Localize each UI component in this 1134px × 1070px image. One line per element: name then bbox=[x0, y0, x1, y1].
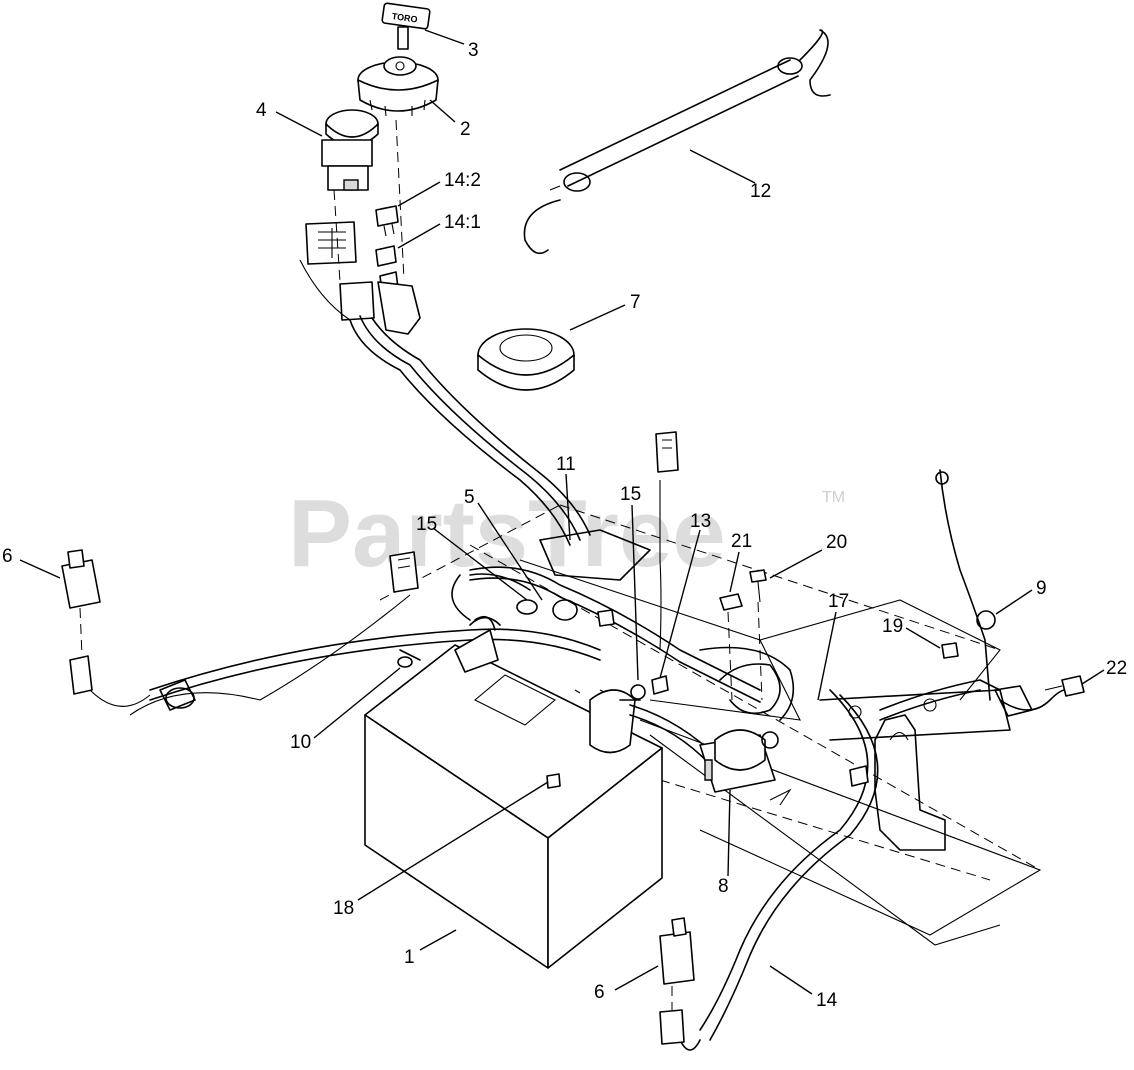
callout-3: 3 bbox=[468, 40, 479, 61]
callout-12: 12 bbox=[750, 181, 771, 202]
callout-18: 18 bbox=[333, 898, 354, 919]
spring-rod bbox=[523, 29, 831, 255]
interlock-switch-left bbox=[61, 549, 101, 695]
starter-solenoid bbox=[699, 729, 779, 793]
callout-11: 11 bbox=[556, 454, 576, 475]
key-brand-text: TORO bbox=[391, 11, 418, 24]
grommet bbox=[477, 328, 575, 391]
callout-15-left: 15 bbox=[416, 514, 437, 535]
connectors bbox=[389, 551, 869, 787]
callout-8: 8 bbox=[718, 876, 729, 897]
callout-7: 7 bbox=[630, 292, 641, 313]
callout-22: 22 bbox=[1106, 658, 1127, 679]
callout-20: 20 bbox=[826, 532, 847, 553]
callout-5: 5 bbox=[464, 487, 475, 508]
callout-leaders bbox=[19, 29, 1105, 995]
callout-6-left: 6 bbox=[2, 546, 13, 567]
fuses bbox=[375, 205, 399, 293]
interlock-switch-bottom bbox=[659, 917, 695, 1045]
callout-19: 19 bbox=[882, 616, 903, 637]
ignition-key: TORO bbox=[381, 2, 431, 50]
battery bbox=[364, 615, 663, 969]
watermark-text: PartsTree bbox=[288, 480, 726, 587]
callout-17: 17 bbox=[828, 591, 849, 612]
pto-switch bbox=[321, 109, 379, 191]
hardware bbox=[546, 569, 1085, 789]
callout-14-1: 14:1 bbox=[444, 212, 481, 233]
callout-10: 10 bbox=[290, 732, 311, 753]
callout-13: 13 bbox=[690, 511, 711, 532]
callout-9: 9 bbox=[1036, 578, 1047, 599]
callout-1: 1 bbox=[404, 947, 415, 968]
callout-6-bottom: 6 bbox=[594, 982, 605, 1003]
callout-labels: 3 2 4 14:2 14:1 12 7 11 5 15 15 13 21 20… bbox=[2, 40, 1127, 1011]
callout-21: 21 bbox=[731, 531, 752, 552]
callout-2: 2 bbox=[460, 119, 471, 140]
callout-14-2: 14:2 bbox=[444, 170, 481, 191]
watermark-trademark: TM bbox=[822, 489, 845, 506]
callout-14: 14 bbox=[816, 990, 838, 1011]
ignition-switch bbox=[357, 56, 439, 117]
connector-block bbox=[305, 119, 421, 335]
callout-4: 4 bbox=[256, 100, 267, 121]
callout-15-right: 15 bbox=[620, 484, 641, 505]
